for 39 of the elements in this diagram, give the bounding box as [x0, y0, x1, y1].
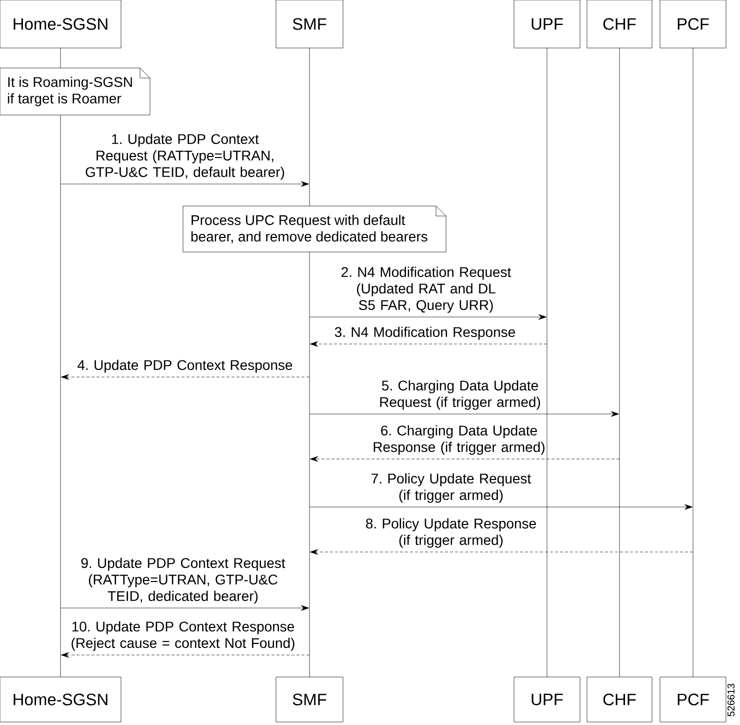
message-arrow — [309, 411, 620, 417]
lifeline — [309, 48, 310, 206]
note: Process UPC Request with default bearer, and remove dedicated bearers — [182, 206, 446, 252]
message-arrow — [60, 374, 310, 380]
participant-box: UPF — [514, 0, 580, 48]
edge-label: 2. N4 Modification Request (Updated RAT and DL S5 FAR, Query URR) — [342, 266, 512, 313]
edge-label: 1. Update PDP Context Request (RATType=UTRAN, GTP-U&C TEID, default bearer) — [86, 134, 284, 180]
lifeline — [546, 48, 548, 678]
participant-box: SMF — [276, 0, 344, 48]
participant-box: CHF — [586, 676, 652, 722]
participant-box: Home-SGSN — [0, 0, 122, 48]
edge-label: 7. Policy Update Request (if trigger armed) — [372, 473, 532, 503]
participant-box: PCF — [660, 0, 726, 48]
participant-box: Home-SGSN — [0, 676, 122, 722]
edge-label: 4. Update PDP Context Response — [78, 360, 292, 373]
lifeline — [60, 114, 61, 678]
participant-box: SMF — [276, 676, 344, 722]
edge-label: 6. Charging Data Update Response (if trigger armed) — [374, 425, 544, 455]
lifeline — [309, 252, 310, 678]
participant-box: PCF — [660, 676, 726, 722]
message-arrow — [310, 456, 620, 462]
edge-label: 5. Charging Data Update Request (if trigger armed) — [380, 380, 540, 410]
message-arrow — [309, 504, 693, 510]
message-arrow — [60, 181, 310, 187]
message-arrow — [60, 652, 310, 658]
participant-box: UPF — [514, 676, 580, 722]
lifeline — [619, 48, 620, 678]
message-arrow — [60, 605, 310, 611]
note: It is Roaming-SGSN if target is Roamer — [0, 68, 150, 116]
message-arrow — [309, 314, 547, 320]
edge-label: 8. Policy Update Response (if trigger armed) — [366, 518, 536, 548]
lifeline — [60, 48, 61, 68]
edge-label: 9. Update PDP Context Request (RATType=UTRAN, GTP-U&C TEID, dedicated bearer) — [81, 558, 286, 604]
edge-label: 3. N4 Modification Response — [334, 326, 515, 340]
edge-label: 10. Update PDP Context Response (Reject cause = context Not Found) — [72, 621, 294, 651]
message-arrow — [310, 341, 548, 347]
lifeline — [692, 48, 694, 678]
participant-box: CHF — [586, 0, 652, 48]
message-arrow — [310, 549, 694, 555]
